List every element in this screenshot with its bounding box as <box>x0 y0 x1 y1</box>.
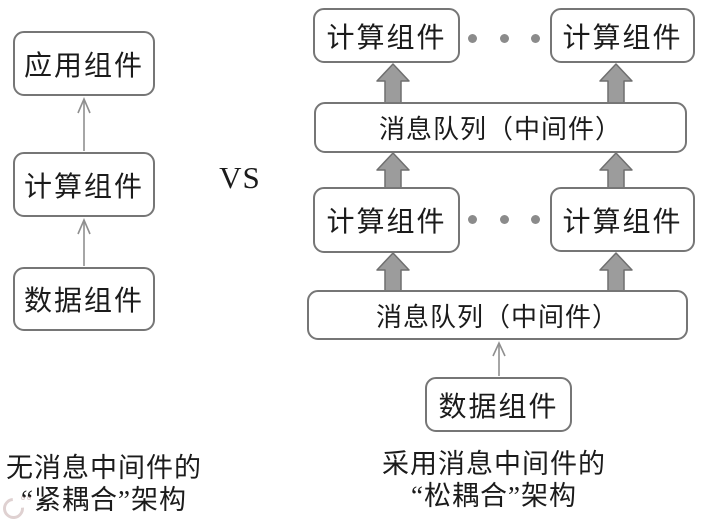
right-mid-compute-right-box: 计算组件 <box>550 187 695 252</box>
watermark-dot-icon <box>21 496 25 500</box>
right-caption-line1: 采用消息中间件的 <box>382 449 606 479</box>
right-caption-line2: “松耦合”架构 <box>411 481 577 511</box>
ellipsis-dots-top <box>468 34 540 43</box>
left-data-component-box: 数据组件 <box>13 267 155 331</box>
message-queue-top-box: 消息队列（中间件） <box>314 102 687 153</box>
dot-icon <box>531 34 540 43</box>
right-caption: 采用消息中间件的 “松耦合”架构 <box>378 448 610 512</box>
dot-icon <box>499 215 509 224</box>
left-app-component-box: 应用组件 <box>13 31 155 96</box>
right-mid-compute-left-box: 计算组件 <box>313 187 460 253</box>
dot-icon <box>468 34 477 43</box>
thick-arrows <box>376 63 633 292</box>
thin-arrow-data-to-compute <box>77 217 91 266</box>
dot-icon <box>468 215 477 224</box>
right-data-component-box: 数据组件 <box>425 377 572 432</box>
left-compute-component-box: 计算组件 <box>13 152 155 217</box>
vs-label: VS <box>219 160 261 195</box>
thick-arrow-mq1-to-top-left <box>376 63 410 104</box>
right-top-compute-right-box: 计算组件 <box>550 8 695 63</box>
thick-arrow-mid-right-to-mq1 <box>599 152 633 189</box>
ellipsis-dots-middle <box>468 215 540 224</box>
thick-arrow-mq1-to-top-right <box>599 63 633 104</box>
left-caption: 无消息中间件的 “紧耦合”架构 <box>0 452 208 516</box>
thin-arrow-compute-to-app <box>77 96 91 151</box>
left-caption-line1: 无消息中间件的 <box>6 453 202 483</box>
thin-arrow-data-to-mq <box>492 341 506 376</box>
watermark-dot-icon <box>27 496 31 500</box>
thick-arrow-mid-left-to-mq1 <box>376 152 410 189</box>
thick-arrow-mq2-to-mid-right <box>599 252 633 292</box>
message-queue-bottom-box: 消息队列（中间件） <box>307 290 688 340</box>
dot-icon <box>531 215 540 224</box>
watermark-logo-icon <box>0 493 36 519</box>
thick-arrow-mq2-to-mid-left <box>376 252 410 292</box>
dot-icon <box>499 34 509 43</box>
right-top-compute-left-box: 计算组件 <box>313 8 460 63</box>
left-caption-line2: “紧耦合”架构 <box>21 485 187 515</box>
